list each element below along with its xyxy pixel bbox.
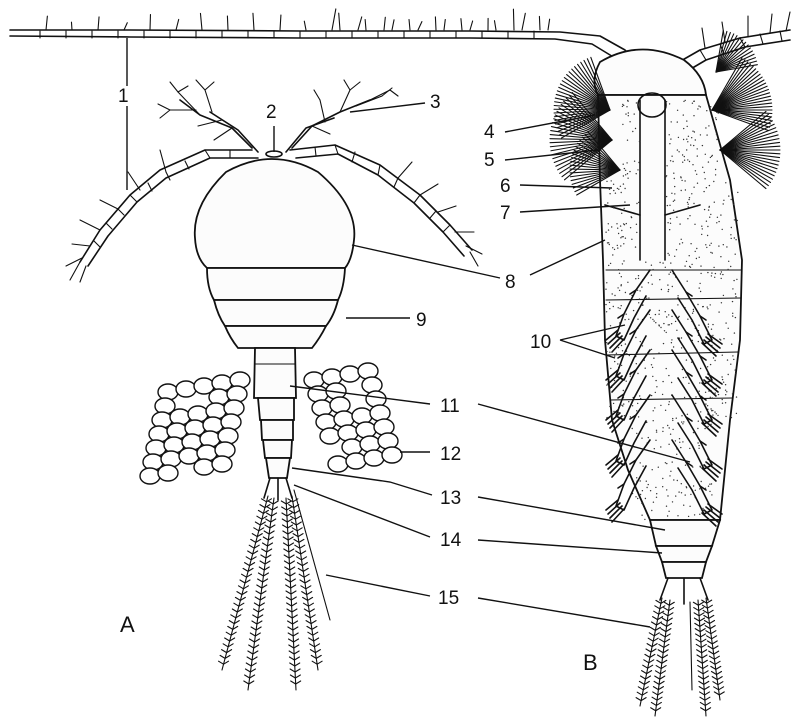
label-7: 7	[500, 203, 511, 224]
label-5: 5	[484, 150, 495, 171]
label-2: 2	[266, 102, 277, 123]
label-13: 13	[440, 488, 461, 509]
panel-label-b: B	[583, 650, 598, 675]
label-3: 3	[430, 92, 441, 113]
number-labels: 1 2 3 4 5 6 7 8 9 10 11 12 13 14 15	[112, 86, 551, 609]
label-10: 10	[530, 332, 551, 353]
label-15: 15	[438, 588, 459, 609]
label-9: 9	[416, 310, 427, 331]
label-4: 4	[484, 122, 495, 143]
label-8: 8	[505, 272, 516, 293]
label-1: 1	[118, 86, 129, 107]
label-6: 6	[500, 176, 511, 197]
label-11: 11	[440, 396, 460, 417]
label-14: 14	[440, 530, 462, 551]
copepod-dorsal-view-a	[66, 80, 482, 690]
copepod-ventral-view-b	[550, 31, 780, 716]
label-12: 12	[440, 444, 461, 465]
panel-label-a: A	[120, 612, 135, 637]
